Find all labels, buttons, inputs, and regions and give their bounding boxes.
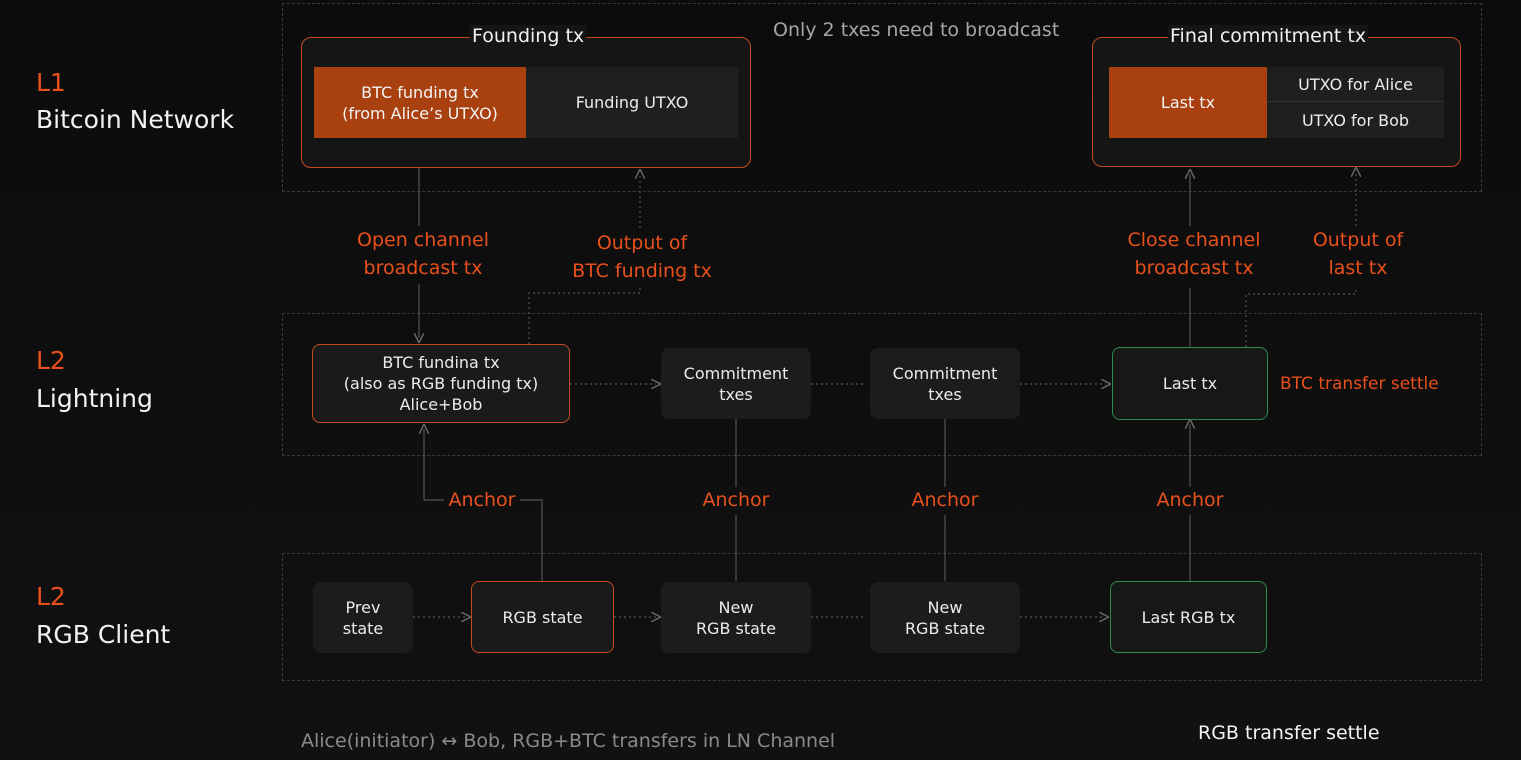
new-rgb-state-box-2: New RGB state	[870, 582, 1020, 653]
rgb-settle-note: RGB transfer settle	[1198, 722, 1380, 744]
rgb-state-box: RGB state	[471, 581, 614, 653]
prev-state-box: Prev state	[313, 582, 413, 653]
output-last-path	[1245, 288, 1357, 347]
lightning-last-tx-box: Last tx	[1112, 347, 1268, 420]
layer-name-rgb: RGB Client	[36, 620, 171, 649]
final-commitment-title: Final commitment tx	[1168, 25, 1369, 47]
layer-name-lightning: Lightning	[36, 384, 153, 413]
commitment-box-1: Commitment txes	[661, 348, 811, 419]
broadcast-note: Only 2 txes need to broadcast	[773, 19, 1060, 41]
anchor-label-1: Anchor	[448, 489, 516, 511]
layer-name-bitcoin: Bitcoin Network	[36, 105, 235, 134]
last-rgb-tx-box: Last RGB tx	[1110, 581, 1267, 653]
layer-tag-l1: L1	[36, 68, 66, 97]
layer-tag-l2-lightning: L2	[36, 346, 66, 375]
layer-tag-l2-rgb: L2	[36, 582, 66, 611]
utxo-alice-box: UTXO for Alice	[1267, 67, 1444, 102]
lightning-zone	[282, 313, 1482, 456]
bitcoin-zone	[282, 3, 1482, 192]
rgb-zone	[282, 553, 1482, 681]
output-last-label: Output of last tx	[1312, 229, 1404, 279]
funding-utxo-box: Funding UTXO	[526, 67, 738, 138]
footer-caption: Alice(initiator) ↔ Bob, RGB+BTC transfer…	[301, 730, 836, 752]
close-channel-label: Close channel broadcast tx	[1127, 229, 1261, 279]
anchor-label-2: Anchor	[702, 489, 770, 511]
btc-funding-tx-box: BTC funding tx (from Alice’s UTXO)	[314, 67, 526, 138]
anchor-label-3: Anchor	[911, 489, 979, 511]
open-channel-label: Open channel broadcast tx	[357, 229, 489, 279]
btc-settle-note: BTC transfer settle	[1280, 374, 1439, 394]
lightning-funding-box: BTC fundina tx (also as RGB funding tx) …	[312, 344, 570, 423]
final-last-tx-box: Last tx	[1109, 67, 1267, 138]
new-rgb-state-box-1: New RGB state	[661, 582, 811, 653]
output-funding-label: Output of BTC funding tx	[572, 232, 712, 282]
output-funding-path	[528, 288, 641, 344]
founding-tx-title: Founding tx	[470, 25, 587, 47]
utxo-bob-box: UTXO for Bob	[1267, 102, 1444, 138]
anchor-label-4: Anchor	[1156, 489, 1224, 511]
commitment-box-2: Commitment txes	[870, 348, 1020, 419]
